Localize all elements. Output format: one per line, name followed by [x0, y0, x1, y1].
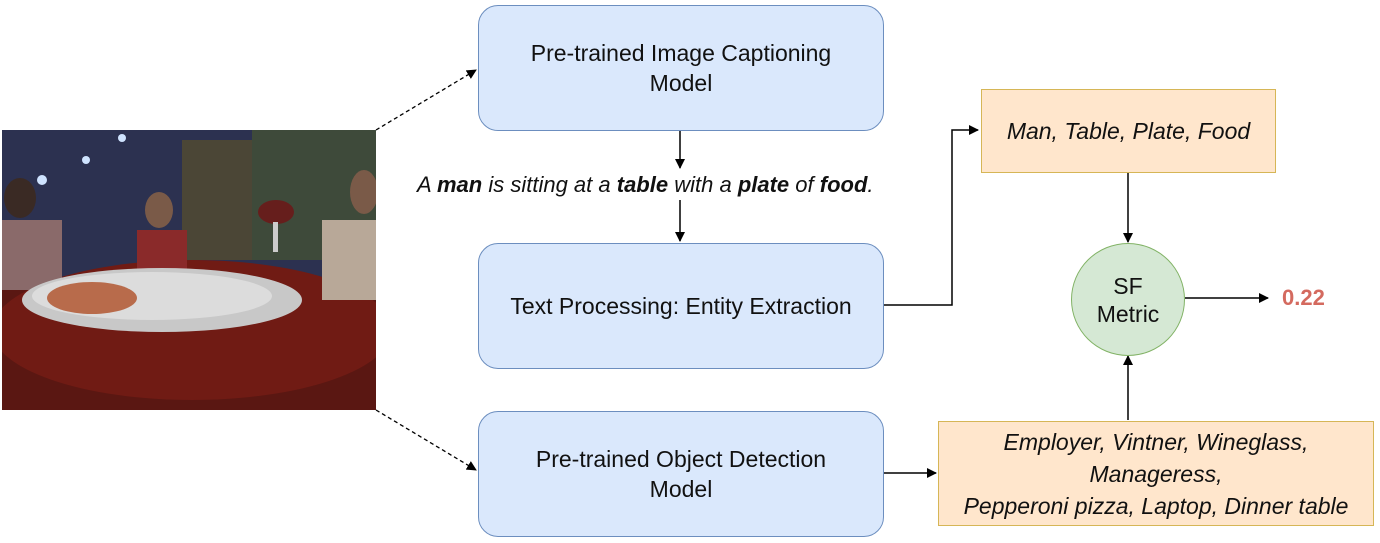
caption-entities-box: Man, Table, Plate, Food [981, 89, 1276, 173]
sf-metric-line2: Metric [1096, 300, 1160, 327]
dinner-table-photo [2, 130, 376, 410]
caption-keyword-plate: plate [737, 172, 790, 197]
arrow-photo-to-detection [375, 409, 477, 471]
detection-entities-line2: Manageress, [1089, 460, 1223, 487]
caption-part: of [789, 172, 820, 197]
object-detection-box: Pre-trained Object Detection Model [478, 411, 884, 537]
captioning-model-box: Pre-trained Image Captioning Model [478, 5, 884, 131]
object-detection-line2: Model [649, 476, 713, 502]
captioning-model-line2: Model [649, 70, 713, 96]
detection-entities-line3: Pepperoni pizza, Laptop, Dinner table [963, 492, 1349, 519]
caption-keyword-food: food [819, 172, 868, 197]
arrow-photo-to-captioning [375, 69, 477, 131]
caption-keyword-table: table [616, 172, 669, 197]
caption-part: is sitting at a [482, 172, 617, 197]
generated-caption: A man is sitting at a table with a plate… [417, 172, 947, 200]
detection-entities-box: Employer, Vintner, Wineglass, Manageress… [938, 421, 1374, 526]
captioning-model-line1: Pre-trained Image Captioning [530, 40, 832, 66]
text-processing-label: Text Processing: Entity Extraction [510, 293, 852, 319]
caption-part: with a [668, 172, 738, 197]
caption-entities-text: Man, Table, Plate, Food [1006, 118, 1251, 144]
object-detection-line1: Pre-trained Object Detection [535, 446, 827, 472]
caption-keyword-man: man [436, 172, 483, 197]
arrow-textproc-to-entities [884, 125, 979, 306]
caption-part: A [417, 172, 437, 197]
photo-illustration [2, 130, 376, 410]
metric-score: 0.22 [1282, 285, 1325, 310]
sf-metric-node: SF Metric [1071, 243, 1185, 356]
detection-entities-line1: Employer, Vintner, Wineglass, [1003, 428, 1309, 455]
caption-part: . [867, 172, 874, 197]
text-processing-box: Text Processing: Entity Extraction [478, 243, 884, 369]
sf-metric-line1: SF [1113, 272, 1143, 299]
